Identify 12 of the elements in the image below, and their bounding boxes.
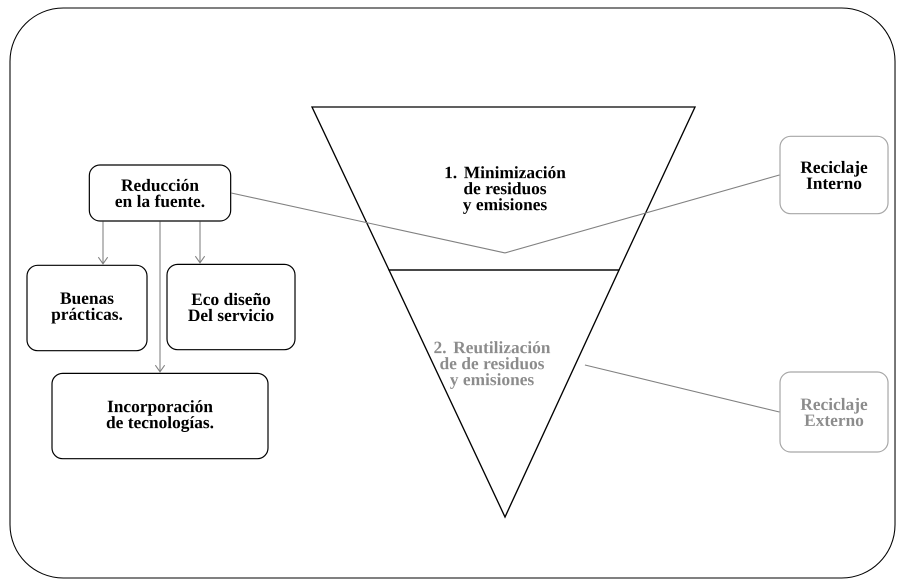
connector-line: [231, 192, 506, 254]
process-box: Reciclaje Interno: [779, 136, 889, 214]
process-box: Buenas prácticas.: [26, 264, 148, 352]
process-box: Incorporación de tecnologías.: [51, 372, 269, 460]
process-box: Eco diseño Del servicio: [166, 264, 296, 350]
connector-line: [504, 174, 780, 254]
process-box: Reducción en la fuente.: [88, 164, 232, 222]
process-box: Reciclaje Externo: [779, 371, 889, 453]
arrow: [194, 222, 206, 264]
arrow: [98, 222, 108, 265]
arrow: [154, 222, 166, 373]
connector-line: [584, 364, 780, 413]
